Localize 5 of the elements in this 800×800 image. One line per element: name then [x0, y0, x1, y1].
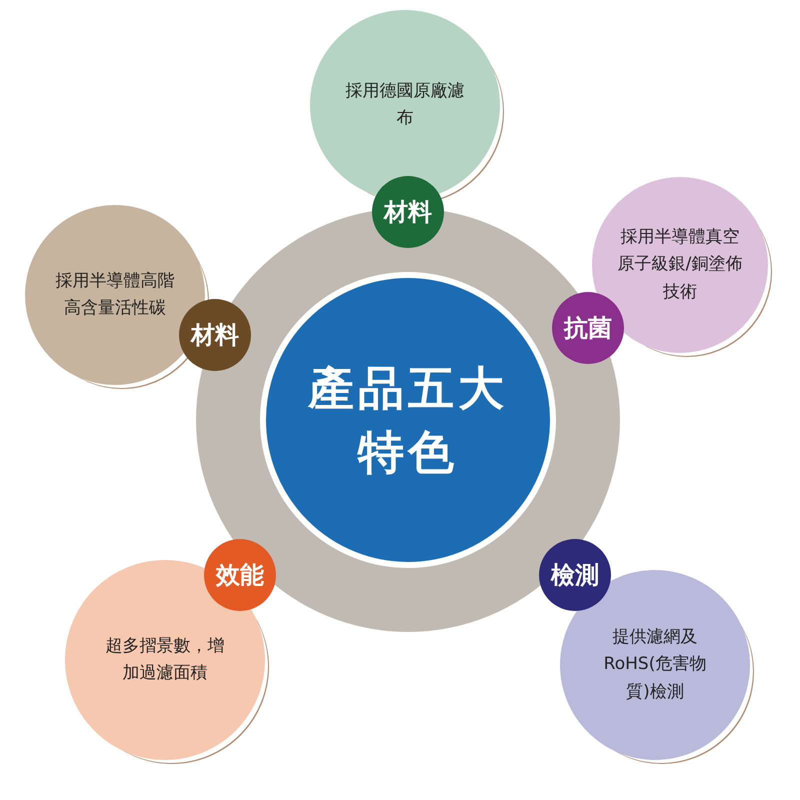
feature-text: 採用德國原廠濾布: [344, 80, 466, 130]
feature-text: 提供濾網及RoHS(危害物質)檢測: [602, 626, 708, 704]
feature-text: 採用半導體高階高含量活性碳: [54, 270, 176, 320]
heading-text: 產品五大特色: [306, 360, 509, 481]
feature-text: 超多摺景數，增加過濾面積: [105, 634, 225, 685]
